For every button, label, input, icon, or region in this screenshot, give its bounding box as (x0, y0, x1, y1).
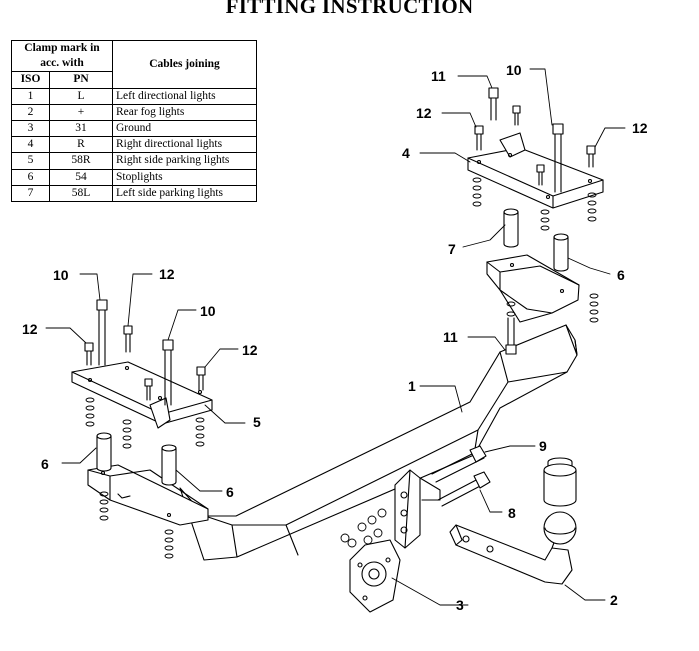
upper-right-plate (467, 132, 604, 209)
pn-header: PN (49, 71, 113, 89)
cell-cable: Left side parking lights (112, 184, 257, 203)
clamp-table: Clamp mark in acc. with Cables joining I… (11, 39, 257, 203)
callout-10-left: 10 (53, 267, 69, 283)
callout-6-right: 6 (617, 267, 625, 283)
washer-stacks (85, 177, 599, 559)
socket-plate (349, 539, 401, 613)
callout-2: 2 (610, 592, 618, 608)
callout-11-mid: 11 (443, 329, 458, 345)
callout-numbers: 11 10 12 12 4 7 6 11 10 12 12 10 12 5 6 … (22, 62, 648, 613)
iso-header: ISO (11, 71, 50, 89)
right-bracket (486, 254, 580, 323)
callout-6-left-2: 6 (226, 484, 234, 500)
cell-pn: 31 (49, 120, 113, 138)
leader-lines (45, 68, 626, 606)
cell-cable: Right directional lights (112, 136, 257, 154)
cell-iso: 4 (11, 136, 50, 154)
spacer-tubes (96, 208, 569, 486)
left-bracket (87, 464, 209, 526)
cell-cable: Right side parking lights (112, 152, 257, 170)
callout-4: 4 (402, 145, 410, 161)
callout-7: 7 (448, 241, 456, 257)
callout-12-top-left: 12 (416, 105, 432, 121)
tow-ball (449, 457, 577, 585)
callout-1: 1 (408, 378, 416, 394)
cell-cable: Left directional lights (112, 87, 257, 105)
cross-beam (179, 324, 578, 561)
cell-iso: 5 (11, 152, 50, 170)
mounting-flange (340, 445, 491, 549)
callout-6-left: 6 (41, 456, 49, 472)
callout-9: 9 (539, 438, 547, 454)
cell-pn: 58R (49, 152, 113, 170)
cell-iso: 6 (11, 168, 50, 186)
callout-11-top: 11 (431, 68, 446, 84)
lower-left-plate (71, 361, 213, 429)
page-title: FITTING INSTRUCTION (225, 0, 474, 18)
clamp-header: Clamp mark in acc. with (11, 39, 113, 73)
callout-10-left-2: 10 (200, 303, 216, 319)
bolts (84, 87, 596, 406)
callout-10-top: 10 (506, 62, 522, 78)
callout-3: 3 (456, 597, 464, 613)
callout-12-left-3: 12 (242, 342, 258, 358)
callout-12-left-1: 12 (159, 266, 175, 282)
callout-8: 8 (508, 505, 516, 521)
cell-pn: R (49, 136, 113, 154)
callout-12-left-2: 12 (22, 321, 38, 337)
callout-12-top-right: 12 (632, 120, 648, 136)
table-row: 2+Rear fog lights (11, 103, 257, 122)
callout-5: 5 (253, 414, 261, 430)
